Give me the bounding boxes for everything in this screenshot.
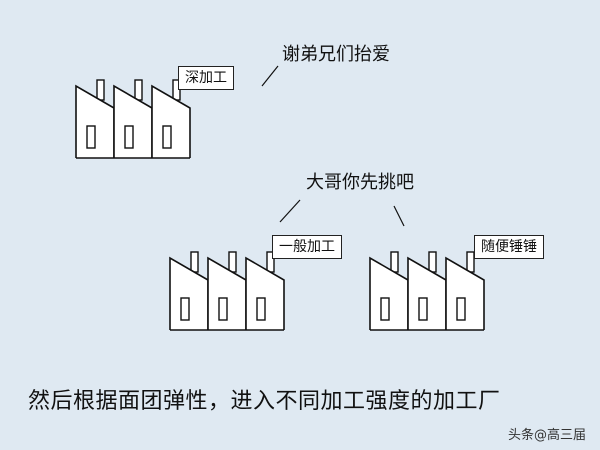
factory-window (418, 297, 428, 321)
factory-chimney (96, 79, 105, 101)
factory-window (380, 297, 390, 321)
factory-window (162, 125, 172, 149)
factory-window (256, 297, 266, 321)
factory-window (124, 125, 134, 149)
label-casual-processing: 随便锤锤 (474, 235, 544, 259)
watermark: 头条@高三届 (508, 428, 587, 443)
factory-icon-deep (75, 79, 191, 159)
factory-window (456, 297, 466, 321)
factory-chimney (428, 251, 437, 273)
label-deep-processing: 深加工 (178, 66, 234, 90)
factory-window (180, 297, 190, 321)
factory-chimney (190, 251, 199, 273)
factory-window (86, 125, 96, 149)
factory-window (218, 297, 228, 321)
speech-elder: 大哥你先挑吧 (306, 172, 414, 193)
factory-chimney (390, 251, 399, 273)
speech-line-elder-right (393, 205, 405, 227)
factory-chimney (134, 79, 143, 101)
factory-icon-normal (169, 251, 285, 331)
speech-thanks: 谢弟兄们抬爱 (282, 44, 390, 65)
caption: 然后根据面团弹性，进入不同加工强度的加工厂 (28, 389, 501, 414)
speech-line-thanks (261, 65, 279, 87)
factory-chimney (228, 251, 237, 273)
speech-line-elder-left (279, 199, 301, 223)
factory-chimney (466, 251, 475, 273)
factory-icon-casual (369, 251, 485, 331)
factory-unit (151, 84, 191, 158)
label-normal-processing: 一般加工 (272, 235, 342, 259)
factory-unit (245, 256, 285, 330)
factory-unit (445, 256, 485, 330)
